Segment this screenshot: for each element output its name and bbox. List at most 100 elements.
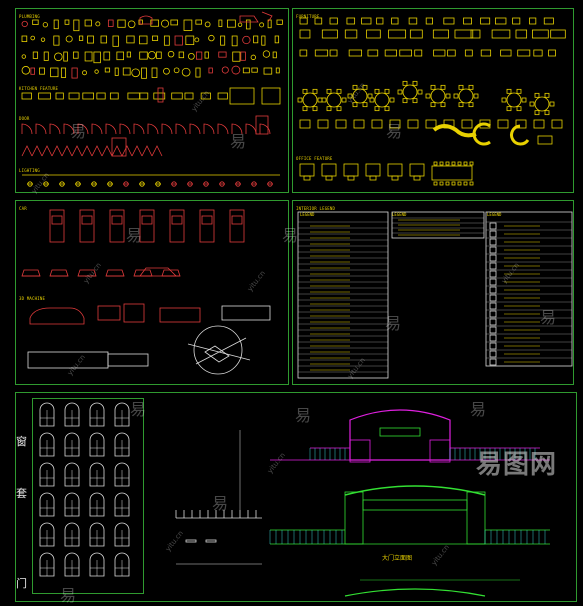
- kitchen-feature: [184, 92, 194, 100]
- door-symbol: [189, 123, 201, 135]
- plumbing-fixture: [173, 67, 180, 74]
- car-plan: [199, 209, 215, 243]
- door-symbol: [49, 123, 61, 135]
- door-symbol: [217, 123, 229, 135]
- chair: [534, 92, 540, 98]
- plumbing-fixture: [126, 35, 135, 44]
- legend-symbol: [489, 318, 497, 326]
- chair: [326, 88, 332, 94]
- window-frame: [89, 432, 105, 457]
- door-symbol: [259, 123, 271, 135]
- chair: [336, 88, 342, 94]
- kitchen-feature: [68, 92, 80, 100]
- truck-side: [107, 353, 149, 367]
- furniture-item: [480, 49, 492, 57]
- plumbing-fixture: [100, 35, 108, 44]
- plumbing-fixture: [50, 67, 59, 78]
- furniture-item: [512, 17, 521, 25]
- plumbing-fixture: [204, 51, 209, 59]
- chair: [463, 181, 468, 186]
- chair: [347, 93, 353, 99]
- chair: [302, 106, 308, 112]
- conference-table: [431, 165, 473, 181]
- chair: [516, 88, 522, 94]
- chair: [297, 97, 303, 103]
- car-plan: [111, 215, 123, 225]
- section-title-furniture: FURNITURE: [296, 14, 320, 19]
- plumbing-fixture: [181, 67, 191, 77]
- window-frame: [114, 402, 130, 427]
- kitchen-feature: [96, 92, 106, 100]
- car-plan: [201, 215, 213, 225]
- chair: [544, 92, 550, 98]
- furniture-item: [529, 17, 537, 25]
- legend-symbol: [489, 334, 497, 342]
- plumbing-fixture: [242, 35, 251, 45]
- watermark-brand: 易图网: [476, 450, 558, 480]
- plumbing-fixture: [127, 20, 136, 29]
- section-title-plumbing: PLUMBING: [19, 14, 40, 19]
- car-plan: [139, 209, 155, 243]
- chair: [374, 88, 380, 94]
- chair: [312, 106, 318, 112]
- chair: [374, 106, 380, 112]
- plumbing-fixture: [195, 67, 201, 78]
- window-frame: [64, 552, 80, 577]
- plumbing-fixture: [259, 22, 265, 28]
- legend-symbol: [489, 294, 497, 302]
- legend-table: [297, 211, 389, 379]
- kitchen-feature: [139, 92, 149, 100]
- kitchen-feature: [157, 87, 164, 103]
- door-symbol: [121, 145, 133, 157]
- plumbing-fixture: [78, 35, 84, 41]
- plumbing-fixture: [232, 51, 241, 62]
- furniture-item: [384, 49, 397, 57]
- chair: [458, 84, 464, 90]
- door-symbol: [203, 123, 215, 135]
- door-symbol: [175, 123, 187, 135]
- door-symbol: [119, 123, 131, 135]
- window-frame: [39, 492, 55, 517]
- machine-top: [159, 307, 201, 323]
- window-frame: [64, 402, 80, 427]
- gate-beam: [362, 499, 468, 511]
- furniture-item: [348, 49, 363, 57]
- plumbing-fixture: [231, 35, 238, 47]
- plumbing-fixture: [21, 35, 28, 43]
- plumbing-fixture: [156, 51, 162, 59]
- plumbing-fixture: [204, 21, 211, 28]
- window-frame: [39, 552, 55, 577]
- furniture-item: [464, 49, 473, 57]
- car-plan: [109, 209, 125, 243]
- chair: [439, 181, 444, 186]
- kitchen-feature: [261, 87, 281, 105]
- window-frame: [39, 462, 55, 487]
- plumbing-fixture: [82, 70, 87, 76]
- legend-symbol: [489, 278, 497, 286]
- plumbing-fixture: [240, 51, 246, 61]
- chair: [384, 106, 390, 112]
- chair: [521, 97, 527, 103]
- plumbing-fixture: [275, 67, 280, 74]
- door-symbol: [91, 123, 103, 135]
- plumbing-fixture: [30, 35, 36, 41]
- plumbing-fixture: [227, 19, 236, 28]
- furniture-item: [551, 119, 563, 129]
- plumbing-fixture: [84, 51, 93, 62]
- plumbing-fixture: [163, 67, 170, 75]
- furniture-item: [432, 29, 449, 39]
- door-symbol: [151, 145, 163, 157]
- window-frame: [39, 432, 55, 457]
- plumbing-fixture: [131, 68, 140, 78]
- plumbing-fixture: [21, 54, 27, 59]
- plumbing-fixture: [221, 66, 229, 74]
- chair: [457, 161, 462, 166]
- plumbing-fixture: [139, 51, 148, 60]
- section-title-lighting: LIGHTING: [19, 168, 40, 173]
- section-title-car: CAR: [19, 206, 27, 211]
- section-title-office: OFFICE FEATURE: [296, 156, 333, 161]
- plumbing-fixture: [231, 65, 241, 75]
- chair: [445, 181, 450, 186]
- furniture-item: [433, 49, 446, 57]
